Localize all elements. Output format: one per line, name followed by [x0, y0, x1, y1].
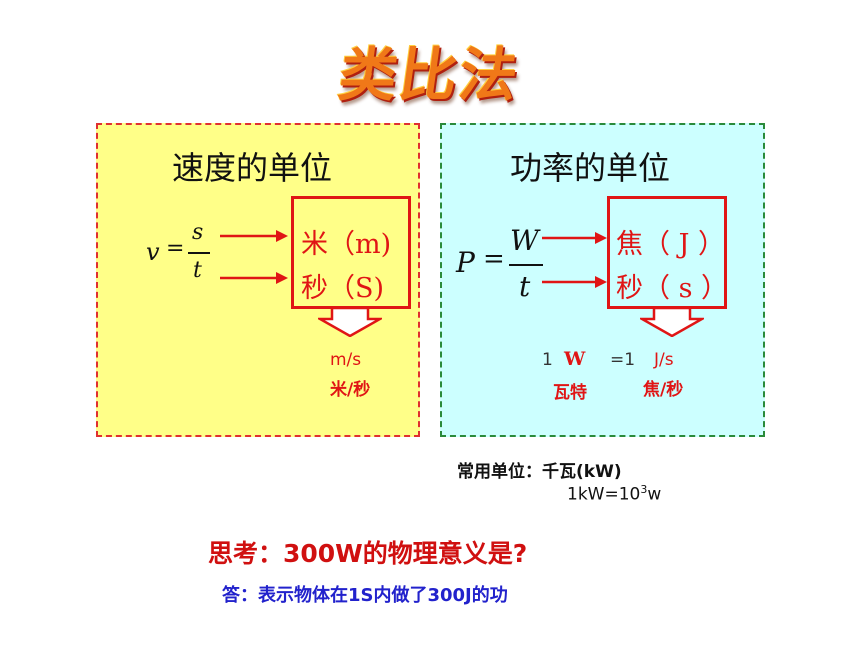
equation-equals-one: =1: [610, 350, 636, 370]
power-heading: 功率的单位: [510, 149, 671, 187]
velocity-arrows: [220, 230, 288, 284]
formula-denominator: t: [519, 270, 531, 303]
velocity-unit-meter: 米（m): [301, 229, 392, 260]
formula-lhs: v: [146, 238, 160, 266]
fraction-bar: [509, 264, 543, 266]
formula-lhs: P: [456, 246, 475, 279]
slide-title: 类比法: [334, 41, 525, 109]
arrow-right-icon: [220, 272, 288, 284]
formula-equals: =: [166, 236, 185, 261]
velocity-result-symbol: m/s: [330, 350, 362, 370]
power-unit-joule: 焦（ J ）: [616, 229, 725, 260]
velocity-unit-second: 秒（S): [301, 273, 385, 304]
kw-exponent: 3: [640, 483, 648, 496]
js-name: 焦/秒: [643, 380, 684, 400]
equation-js: J/s: [654, 350, 674, 370]
velocity-formula: v = s t: [146, 220, 216, 292]
common-unit-line2: 1kW=103w: [567, 483, 661, 505]
kw-conversion: 1kW=10: [567, 484, 641, 505]
velocity-panel: [96, 123, 420, 437]
formula-numerator: W: [510, 224, 539, 257]
kw-unit: w: [647, 484, 662, 505]
equation-one: 1: [542, 350, 553, 370]
power-unit-second: 秒（ s ）: [616, 273, 729, 304]
velocity-result-name: 米/秒: [330, 380, 371, 400]
down-arrow-icon: [640, 307, 704, 337]
velocity-heading: 速度的单位: [172, 149, 333, 187]
common-unit-line1: 常用单位：千瓦(kW): [457, 462, 622, 482]
question-text: 思考：300W的物理意义是?: [208, 539, 528, 568]
arrow-right-icon: [220, 230, 288, 242]
watt-name: 瓦特: [553, 383, 587, 403]
arrow-right-icon: [542, 276, 607, 288]
arrow-right-icon: [542, 232, 607, 244]
power-formula: P = W t: [456, 224, 556, 304]
down-arrow-icon: [318, 307, 382, 337]
answer-text: 答：表示物体在1S内做了300J的功: [222, 585, 508, 606]
equation-watt-symbol: W: [564, 348, 586, 370]
power-arrows: [542, 232, 607, 288]
fraction-bar: [188, 252, 210, 254]
formula-equals: =: [483, 244, 505, 274]
formula-numerator: s: [192, 220, 204, 245]
formula-denominator: t: [193, 258, 202, 283]
